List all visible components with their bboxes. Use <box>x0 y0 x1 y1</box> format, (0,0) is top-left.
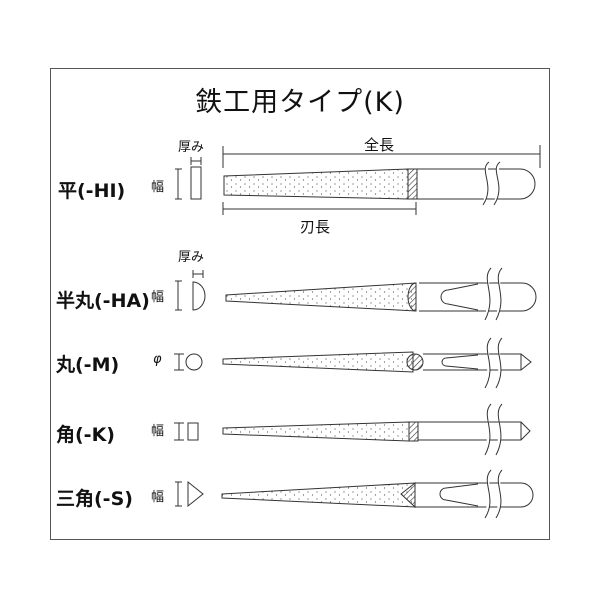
diagram-title: 鉄工用タイプ(K) <box>195 87 405 118</box>
width-label-triangle: 幅 <box>151 490 165 505</box>
type-label-square: 角(-K) <box>56 424 115 446</box>
triangle-section-icon <box>175 480 204 508</box>
thickness-label: 厚み <box>178 140 205 155</box>
type-label-flat: 平(-HI) <box>58 180 126 202</box>
overall-length-label: 全長 <box>364 136 395 154</box>
flat-section-icon <box>175 157 202 200</box>
width-label: 幅 <box>151 180 165 195</box>
blade-length-label: 刃長 <box>300 218 331 236</box>
half-round-file-icon <box>225 267 537 321</box>
width-label-square: 幅 <box>151 424 165 439</box>
square-section-icon <box>174 422 199 441</box>
type-label-half-round: 半丸(-HA) <box>56 290 150 312</box>
triangle-file-icon <box>221 469 534 519</box>
diagram-frame <box>50 68 550 540</box>
blade-length-dimension <box>222 202 417 215</box>
thickness-label-half-round: 厚み <box>178 250 205 265</box>
square-file-icon <box>222 403 531 456</box>
overall-length-dimension <box>222 145 541 168</box>
flat-file-icon <box>223 161 536 206</box>
type-label-triangle: 三角(-S) <box>56 488 133 510</box>
round-file-icon <box>222 337 532 389</box>
diameter-label: φ <box>153 352 162 367</box>
round-section-icon <box>174 353 203 371</box>
width-label-half-round: 幅 <box>151 290 165 305</box>
type-label-round: 丸(-M) <box>56 354 120 376</box>
half-round-section-icon <box>175 270 206 311</box>
